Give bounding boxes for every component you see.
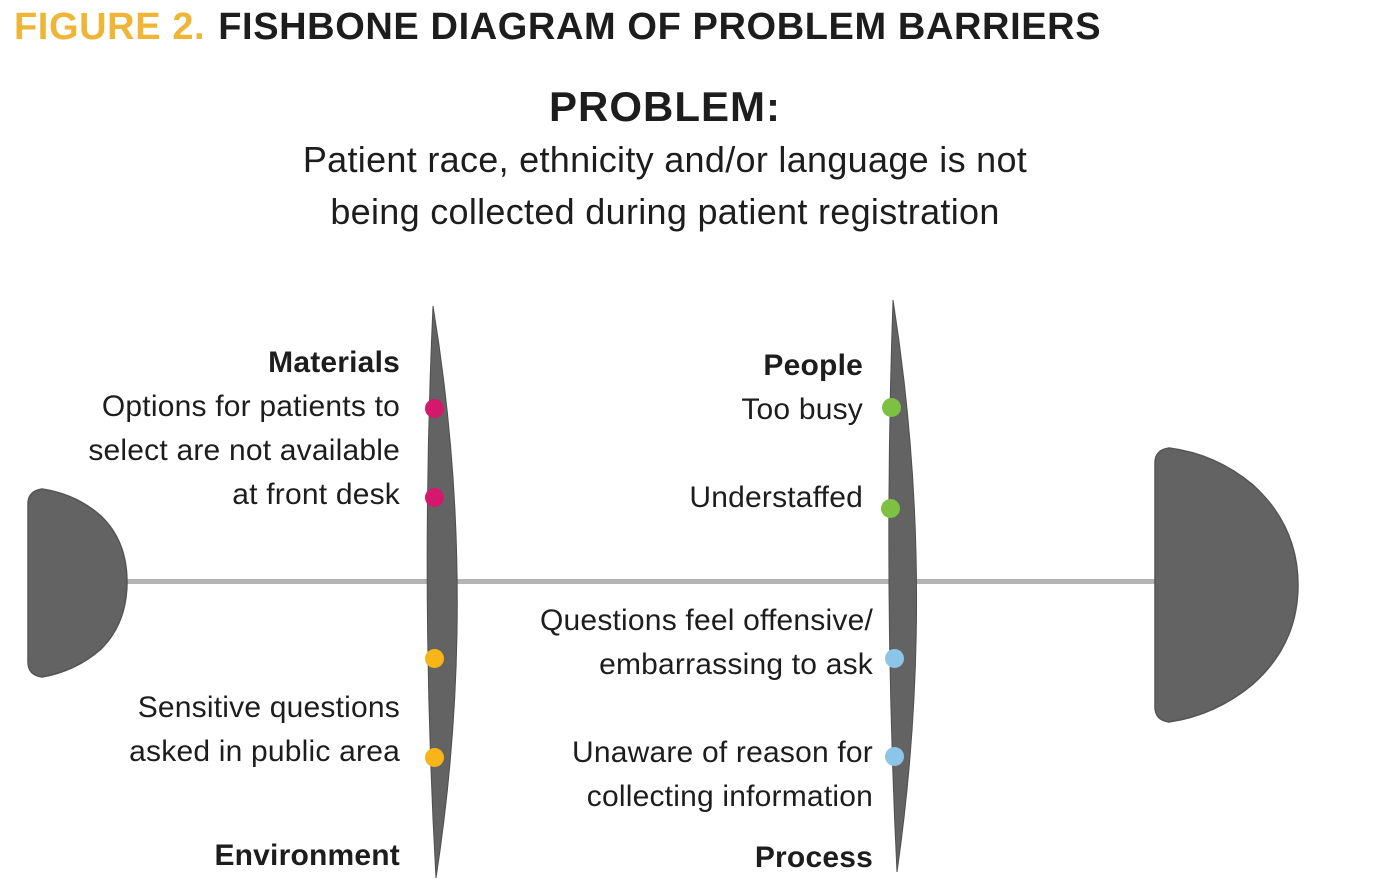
cause-text: Options for patients to: [101, 390, 400, 423]
people-dot-icon: [882, 398, 901, 417]
category-label-environment: Environment: [214, 839, 400, 872]
cause-text: select are not available: [88, 434, 400, 467]
category-label-people: People: [763, 349, 863, 382]
environment-dot-icon: [425, 748, 444, 767]
bone-left: [426, 305, 458, 879]
problem-statement: PROBLEM: Patient race, ethnicity and/or …: [0, 80, 1330, 238]
figure-number-label: FIGURE 2.: [14, 6, 206, 48]
materials-block: Materials Options for patients to select…: [20, 341, 400, 517]
people-dot-icon: [881, 499, 900, 518]
problem-heading: PROBLEM:: [549, 83, 781, 130]
bone-right: [888, 299, 918, 873]
figure-title-text: FISHBONE DIAGRAM OF PROBLEM BARRIERS: [218, 6, 1102, 48]
people-block: People Too busy Understaffed: [563, 344, 863, 520]
cause-text: Sensitive questions: [137, 691, 400, 724]
fish-tail-shape: [27, 488, 128, 678]
cause-text: Understaffed: [689, 481, 863, 514]
process-cause-block-1: Questions feel offensive/ embarrassing t…: [500, 599, 873, 687]
process-dot-icon: [885, 649, 904, 668]
spacer: [563, 432, 863, 476]
environment-cause-block: Sensitive questions asked in public area: [20, 686, 400, 774]
figure-title: FIGURE 2. FISHBONE DIAGRAM OF PROBLEM BAR…: [14, 6, 1101, 49]
cause-text: at front desk: [232, 478, 400, 511]
cause-text: collecting information: [586, 780, 873, 813]
category-label-materials: Materials: [268, 346, 400, 379]
materials-dot-icon: [425, 399, 444, 418]
process-cause-block-2: Unaware of reason for collecting informa…: [500, 731, 873, 819]
problem-line-2: being collected during patient registrat…: [330, 191, 1000, 232]
cause-text: Questions feel offensive/: [540, 604, 873, 637]
process-dot-icon: [885, 747, 904, 766]
environment-dot-icon: [425, 649, 444, 668]
category-label-process: Process: [754, 841, 873, 874]
cause-text: embarrassing to ask: [599, 648, 873, 681]
problem-line-1: Patient race, ethnicity and/or language …: [302, 139, 1028, 180]
cause-text: asked in public area: [129, 735, 400, 768]
materials-dot-icon: [425, 488, 444, 507]
fish-head-shape: [1154, 447, 1299, 723]
cause-text: Unaware of reason for: [571, 736, 873, 769]
spine-line: [70, 579, 1200, 584]
cause-text: Too busy: [741, 393, 863, 426]
